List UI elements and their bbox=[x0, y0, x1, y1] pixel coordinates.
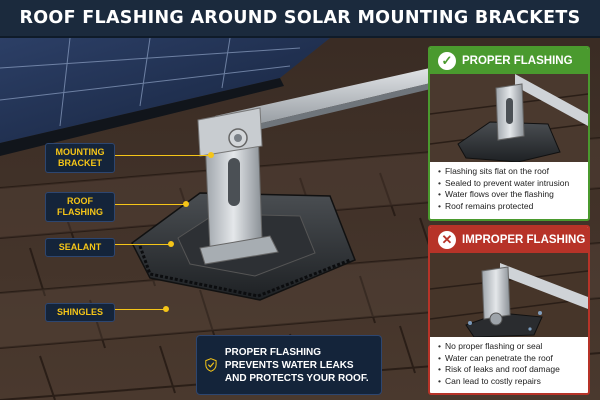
leader-line bbox=[115, 309, 165, 310]
title-bar: Roof Flashing Around Solar Mounting Brac… bbox=[0, 0, 600, 38]
proper-flashing-list: Flashing sits flat on the roof Sealed to… bbox=[430, 162, 588, 212]
callout-mounting-bracket: Mounting Bracket bbox=[45, 143, 115, 173]
improper-flashing-image bbox=[430, 253, 588, 337]
list-item: Risk of leaks and roof damage bbox=[438, 364, 582, 376]
list-item: Roof remains protected bbox=[438, 201, 582, 213]
improper-flashing-heading: Improper Flashing bbox=[462, 234, 586, 246]
page-title: Roof Flashing Around Solar Mounting Brac… bbox=[19, 8, 581, 28]
list-item: Flashing sits flat on the roof bbox=[438, 166, 582, 178]
list-item: Can lead to costly repairs bbox=[438, 376, 582, 388]
banner-text: Proper flashing prevents water leaks and… bbox=[224, 346, 369, 384]
leader-line bbox=[115, 244, 170, 245]
x-icon: ✕ bbox=[438, 231, 456, 249]
improper-flashing-panel: ✕ Improper Flashing No proper flashing o… bbox=[428, 225, 590, 395]
leader-dot bbox=[183, 201, 189, 207]
leader-dot bbox=[163, 306, 169, 312]
improper-flashing-list: No proper flashing or seal Water can pen… bbox=[430, 337, 588, 387]
shield-check-icon bbox=[205, 358, 217, 372]
improper-flashing-header: ✕ Improper Flashing bbox=[430, 227, 588, 253]
list-item: Water flows over the flashing bbox=[438, 189, 582, 201]
callout-sealant: Sealant bbox=[45, 238, 115, 257]
list-item: Water can penetrate the roof bbox=[438, 353, 582, 365]
callout-roof-flashing: Roof Flashing bbox=[45, 192, 115, 222]
improper-flashing-illustration bbox=[430, 253, 588, 337]
list-item: Sealed to prevent water intrusion bbox=[438, 178, 582, 190]
leader-line bbox=[115, 155, 210, 156]
callout-shingles: Shingles bbox=[45, 303, 115, 322]
leader-dot bbox=[208, 152, 214, 158]
list-item: No proper flashing or seal bbox=[438, 341, 582, 353]
check-icon: ✓ bbox=[438, 52, 456, 70]
proper-flashing-illustration bbox=[430, 74, 588, 162]
info-banner: Proper flashing prevents water leaks and… bbox=[196, 335, 382, 395]
proper-flashing-heading: Proper Flashing bbox=[462, 55, 573, 67]
proper-flashing-image bbox=[430, 74, 588, 162]
leader-dot bbox=[168, 241, 174, 247]
proper-flashing-header: ✓ Proper Flashing bbox=[430, 48, 588, 74]
proper-flashing-panel: ✓ Proper Flashing Flashing sits flat on … bbox=[428, 46, 590, 221]
leader-line bbox=[115, 204, 185, 205]
